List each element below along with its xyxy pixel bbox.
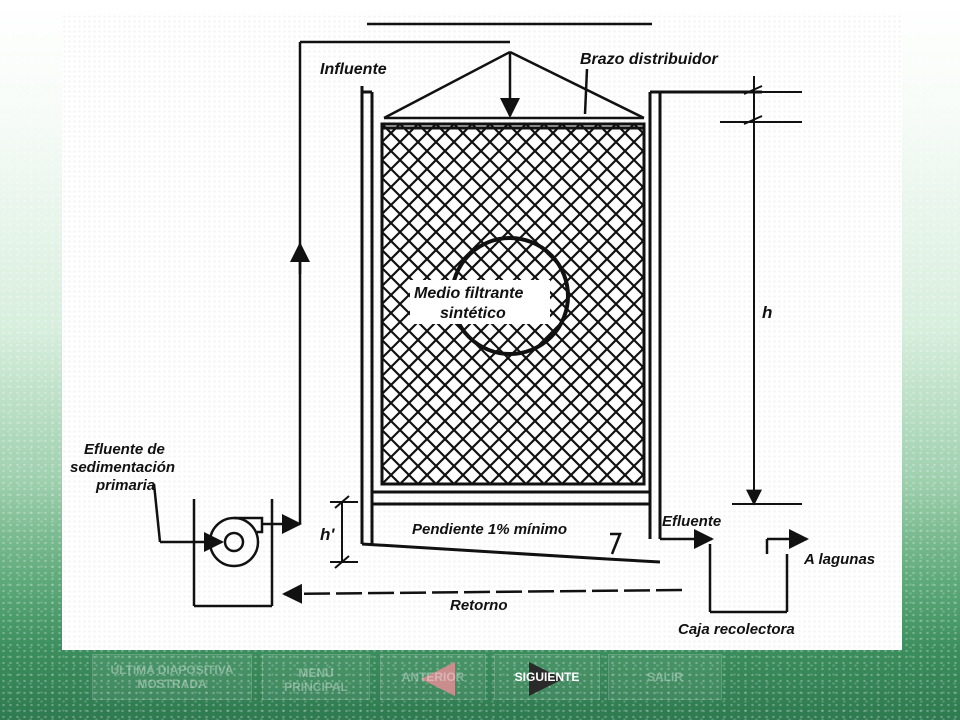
label-pendiente: Pendiente 1% mínimo (412, 521, 567, 538)
label-efluente-sedimentacion-2: sedimentación (70, 459, 175, 476)
label-h: h (762, 303, 772, 322)
exit-button[interactable]: SALIR (608, 654, 722, 700)
filter-media-crosshatch (380, 122, 646, 486)
filter-tank (360, 86, 762, 564)
next-button[interactable]: SIGUIENTE (494, 654, 600, 700)
label-retorno: Retorno (450, 597, 508, 614)
next-arrow-icon (529, 662, 563, 696)
diagram-drawing: Influente Brazo distribuidor Medio filtr… (70, 22, 875, 638)
label-sintetico: sintético (440, 305, 506, 322)
effluent-collection-box (660, 529, 809, 614)
label-influente: Influente (320, 61, 387, 78)
label-caja-recolectora: Caja recolectora (678, 621, 795, 638)
exit-label: SALIR (647, 670, 683, 684)
label-efluente-sedimentacion-3: primaria (95, 477, 155, 494)
main-menu-button[interactable]: MENÚ PRINCIPAL (262, 654, 370, 700)
dimension-h-prime (330, 495, 358, 569)
pump-icon (152, 483, 274, 608)
distributor-arm (367, 22, 652, 120)
previous-label: ANTERIOR (401, 670, 465, 684)
label-efluente: Efluente (662, 513, 721, 530)
trickling-filter-diagram: Influente Brazo distribuidor Medio filtr… (62, 14, 902, 650)
navigation-bar: ÚLTIMA DIAPOSITIVA MOSTRADA MENÚ PRINCIP… (0, 652, 960, 720)
label-a-lagunas: A lagunas (803, 551, 875, 568)
label-efluente-sedimentacion-1: Efluente de (84, 441, 165, 458)
last-slide-button[interactable]: ÚLTIMA DIAPOSITIVA MOSTRADA (92, 654, 252, 700)
main-menu-label: MENÚ PRINCIPAL (284, 666, 348, 694)
label-brazo-distribuidor: Brazo distribuidor (580, 51, 719, 68)
next-label: SIGUIENTE (514, 670, 580, 684)
previous-button[interactable]: ANTERIOR (380, 654, 486, 700)
influent-pipe (262, 40, 510, 534)
dimension-h (720, 76, 802, 506)
last-slide-label: ÚLTIMA DIAPOSITIVA MOSTRADA (110, 663, 234, 691)
previous-arrow-icon (421, 662, 455, 696)
label-h-prime: h' (320, 525, 335, 544)
return-line (282, 583, 683, 604)
slope-marker (610, 532, 622, 555)
label-medio-filtrante: Medio filtrante (414, 285, 523, 302)
